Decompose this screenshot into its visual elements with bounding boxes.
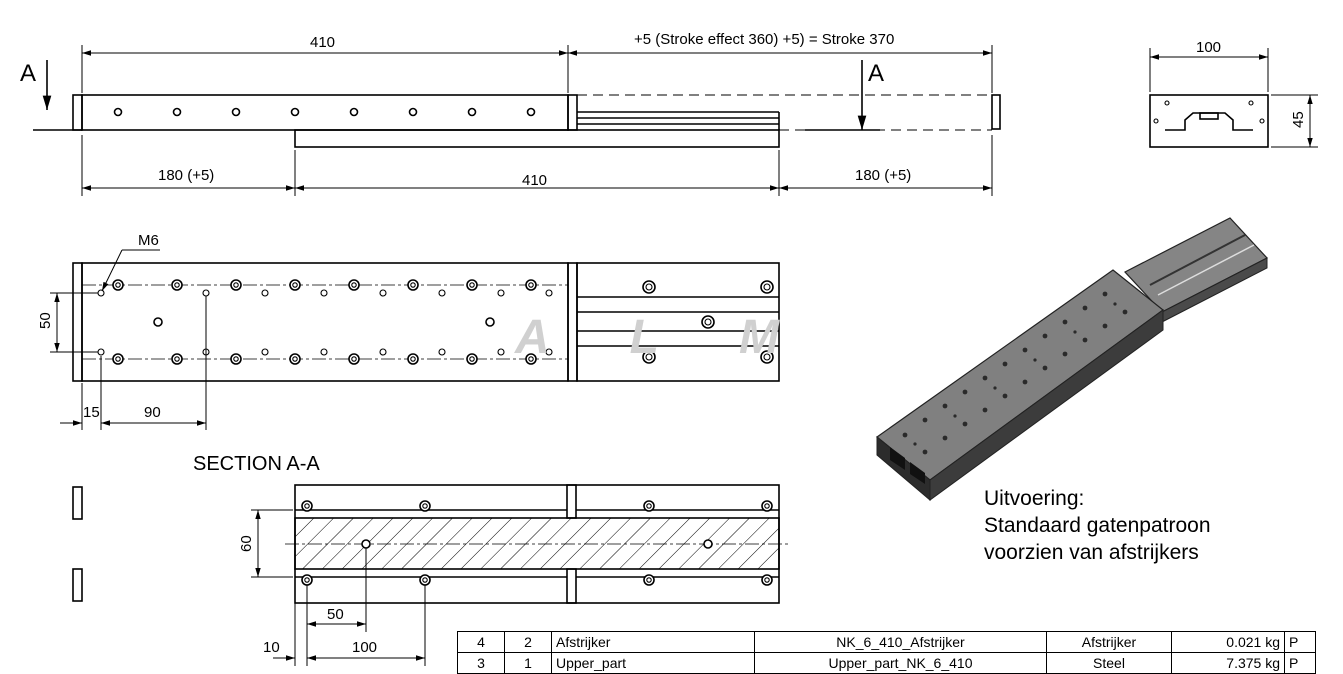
- section-holes: [301, 500, 773, 586]
- dim-edge-offset: 15: [83, 404, 100, 421]
- bom-name: Afstrijker: [551, 631, 755, 653]
- isometric-view: [876, 217, 1268, 502]
- section-dim-edge: 10: [263, 639, 280, 656]
- bom-qty: 2: [504, 631, 552, 653]
- section-title: SECTION A-A: [193, 453, 320, 475]
- section-marker-left: A: [20, 60, 36, 87]
- plan-view-holes: [97, 279, 774, 365]
- section-marker-right: A: [868, 60, 884, 87]
- dim-pitch: 90: [144, 404, 161, 421]
- watermark: ALM: [515, 311, 859, 364]
- bom-weight: 0.021 kg: [1171, 631, 1285, 653]
- dim-stroke: +5 (Stroke effect 360) +5) = Stroke 370: [634, 31, 894, 48]
- section-dim-offset: 50: [327, 606, 344, 623]
- note-line-1: Uitvoering:: [984, 487, 1085, 510]
- section-view: SECTION A-A 60 50: [72, 453, 790, 666]
- end-view-height: 45: [1290, 111, 1307, 128]
- section-dim-spacing: 100: [352, 639, 377, 656]
- bill-of-materials: 4 2 Afstrijker NK_6_410_Afstrijker Afstr…: [457, 631, 1316, 674]
- bom-qty: 1: [504, 652, 552, 674]
- dim-base-length: 410: [522, 172, 547, 189]
- section-dim-height: 60: [238, 535, 255, 552]
- bom-material: Steel: [1046, 652, 1172, 674]
- bom-code: P: [1284, 652, 1316, 674]
- dim-length-top: 410: [310, 34, 335, 51]
- note: Uitvoering: Standaard gatenpatroon voorz…: [984, 485, 1211, 566]
- note-line-2: Standaard gatenpatroon: [984, 514, 1211, 537]
- bom-item: 4: [457, 631, 505, 653]
- bom-item: 3: [457, 652, 505, 674]
- bom-part: NK_6_410_Afstrijker: [754, 631, 1047, 653]
- table-row: 3 1 Upper_part Upper_part_NK_6_410 Steel…: [457, 652, 1316, 674]
- dim-hole-spacing: 50: [37, 312, 54, 329]
- bom-name: Upper_part: [551, 652, 755, 674]
- top-view: A A 410 +5 (Stroke effect 360) +5) = Str…: [20, 31, 1001, 196]
- thread-label: M6: [138, 232, 159, 249]
- end-view-width: 100: [1196, 39, 1221, 56]
- table-row: 4 2 Afstrijker NK_6_410_Afstrijker Afstr…: [457, 631, 1316, 653]
- top-view-holes: [113, 107, 536, 117]
- bom-code: P: [1284, 631, 1316, 653]
- bom-material: Afstrijker: [1046, 631, 1172, 653]
- dim-right-overhang: 180 (+5): [855, 167, 911, 184]
- bom-weight: 7.375 kg: [1171, 652, 1285, 674]
- dim-left-overhang: 180 (+5): [158, 167, 214, 184]
- bom-part: Upper_part_NK_6_410: [754, 652, 1047, 674]
- end-view: 100 45: [1149, 39, 1318, 148]
- plan-view: M6 50 15 90: [37, 232, 780, 430]
- note-line-3: voorzien van afstrijkers: [984, 541, 1199, 564]
